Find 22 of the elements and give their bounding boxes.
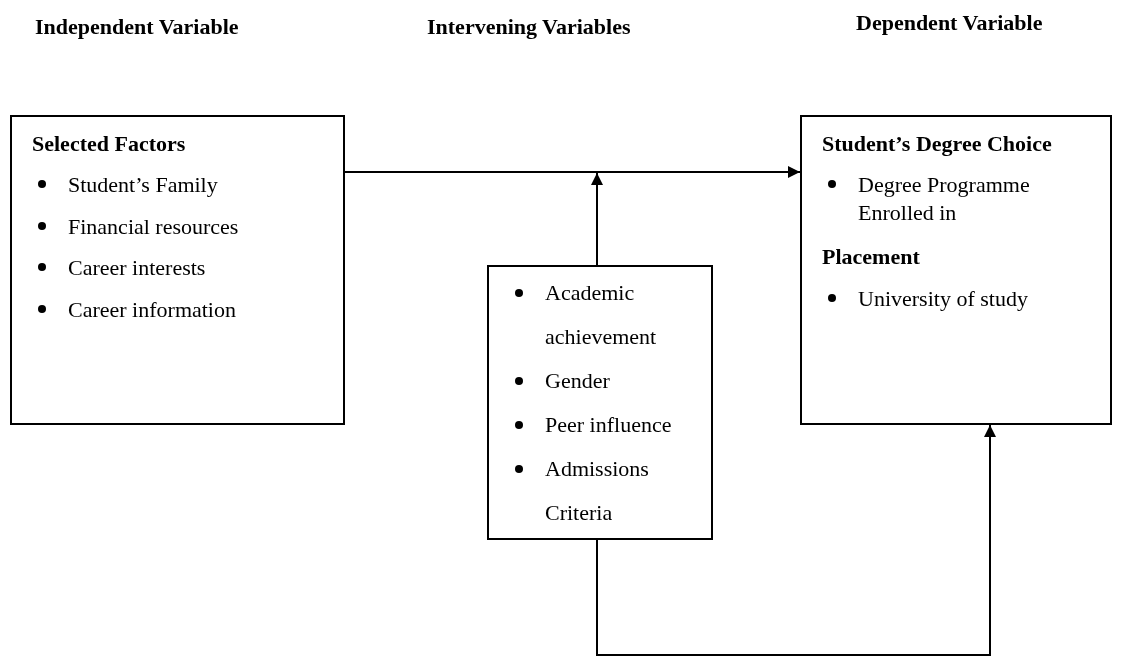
- list-item: Degree Programme Enrolled in: [858, 171, 1031, 227]
- list-item: Career interests: [68, 254, 206, 282]
- column-heading: Intervening Variables: [427, 14, 631, 40]
- list-item: Academic achievement: [545, 279, 658, 351]
- list-item: University of study: [858, 284, 1028, 313]
- list-item: Gender: [545, 367, 610, 395]
- box-heading: Selected Factors: [32, 131, 187, 158]
- box-heading: Placement: [822, 244, 921, 271]
- variable-box: [800, 115, 1112, 425]
- list-item: Student’s Family: [68, 171, 218, 199]
- list-item: Admissions Criteria: [545, 455, 650, 527]
- list-item: Peer influence: [545, 411, 672, 439]
- variable-box: [487, 265, 713, 540]
- arrow: [596, 424, 996, 656]
- box-heading: Student’s Degree Choice: [822, 131, 1053, 158]
- arrow: [591, 172, 603, 266]
- column-heading: Independent Variable: [35, 14, 239, 40]
- column-heading: Dependent Variable: [856, 10, 1043, 36]
- list-item: Career information: [68, 295, 236, 324]
- arrow: [344, 166, 801, 178]
- list-item: Financial resources: [68, 212, 239, 241]
- variable-box: [10, 115, 345, 425]
